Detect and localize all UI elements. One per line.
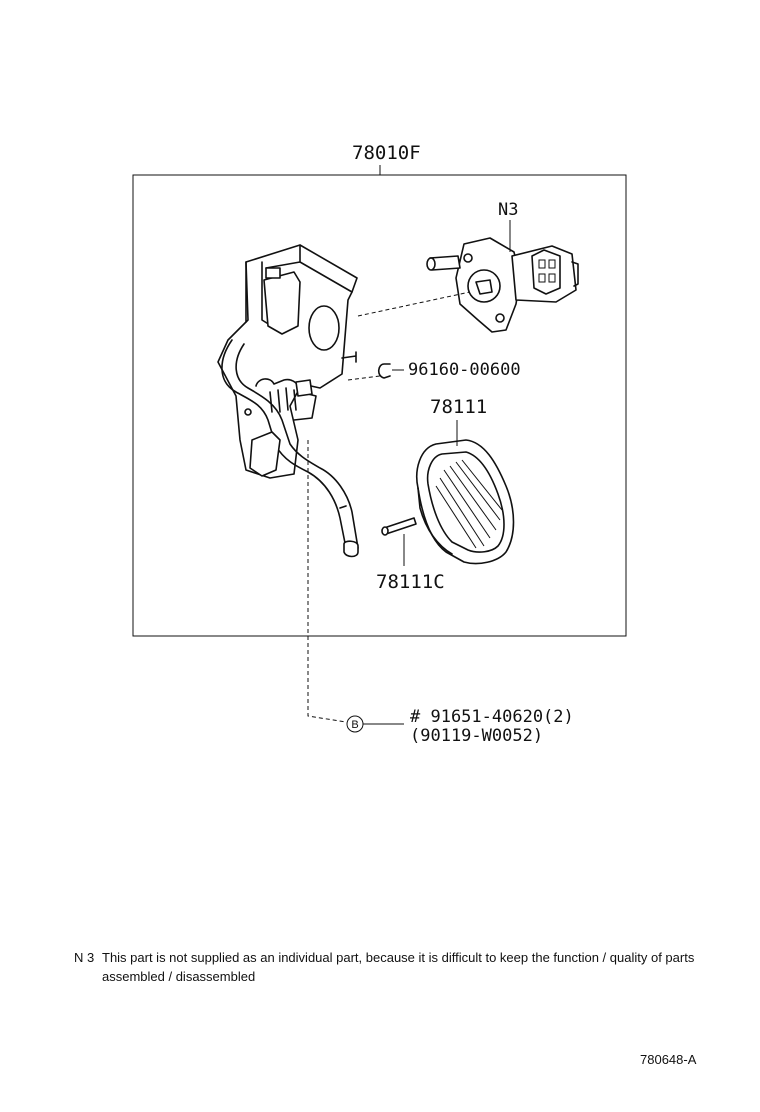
bolt-callout: # 91651-40620(2) bbox=[410, 707, 574, 727]
bolt-alt-callout: (90119-W0052) bbox=[410, 726, 543, 746]
pedal-pad bbox=[416, 439, 515, 565]
lower-mount bbox=[249, 431, 281, 477]
assembly-frame bbox=[132, 174, 627, 637]
pedal-pin bbox=[381, 517, 417, 536]
footnote-text: This part is not supplied as an individu… bbox=[102, 950, 695, 984]
clip-alignment-line bbox=[347, 375, 381, 381]
pin-callout: 78111C bbox=[376, 571, 445, 593]
footnote-key: N 3 bbox=[74, 950, 95, 965]
drawing-code: 780648-A bbox=[640, 1052, 697, 1067]
pedal-bracket bbox=[217, 244, 358, 479]
sensor-callout: N3 bbox=[498, 200, 518, 220]
clip-callout: 96160-00600 bbox=[408, 360, 521, 380]
assembly-part-number: 78010F bbox=[352, 142, 421, 164]
clip bbox=[377, 363, 391, 379]
sensor-alignment-line bbox=[357, 291, 471, 317]
pad-callout: 78111 bbox=[430, 396, 487, 418]
bolt-marker-letter: B bbox=[351, 719, 358, 731]
bolt-alignment-line bbox=[307, 440, 347, 723]
position-sensor bbox=[426, 237, 579, 333]
footnote: N 3 This part is not supplied as an indi… bbox=[74, 948, 714, 986]
